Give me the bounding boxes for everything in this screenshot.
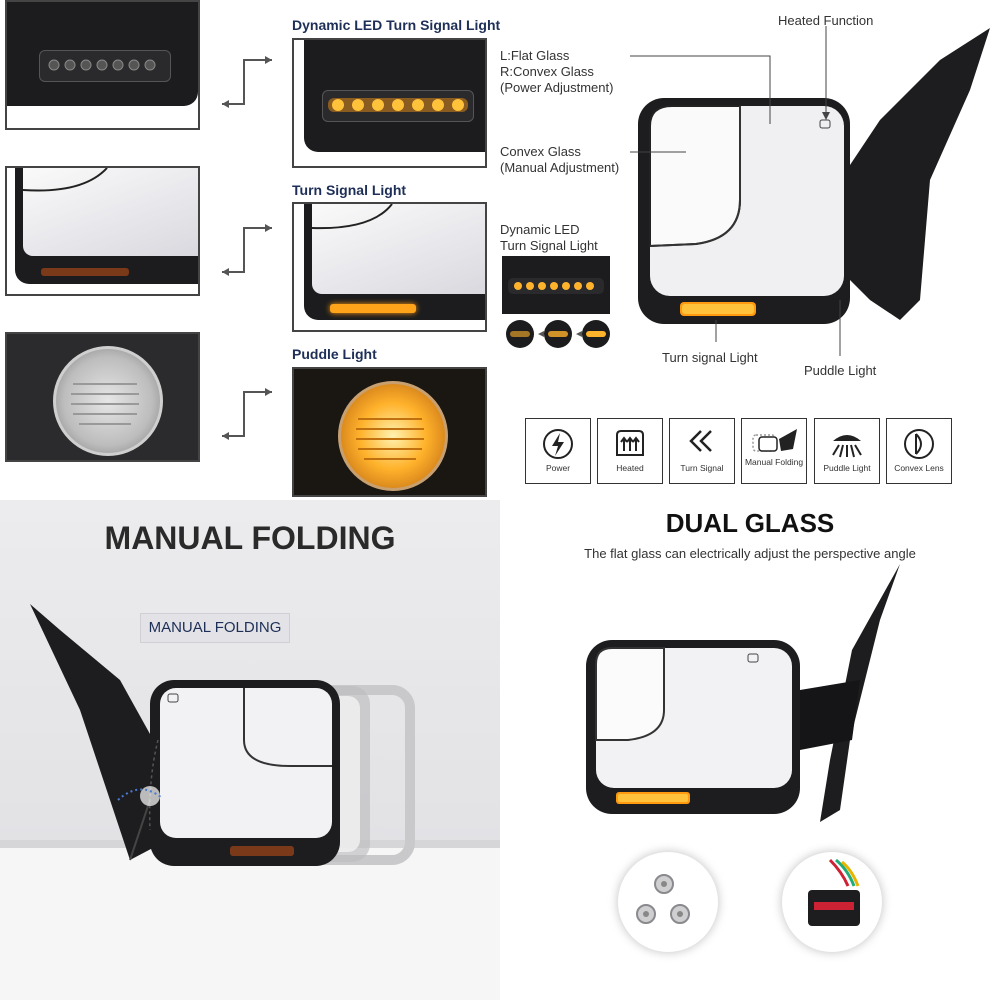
feature-tile-convex-lens: Convex Lens bbox=[886, 418, 952, 484]
manual-folding-title: MANUAL FOLDING bbox=[104, 520, 396, 556]
manual-adjustment-callout: (Manual Adjustment) bbox=[500, 160, 620, 175]
feature-label-power: Power bbox=[545, 463, 571, 473]
arrow-icon bbox=[216, 386, 276, 451]
puddle-on-image bbox=[292, 367, 487, 497]
heated-icon bbox=[616, 430, 644, 456]
puddle-light-icon bbox=[832, 435, 862, 458]
manual-folding-panel: MANUAL FOLDING MANUAL FOLDING bbox=[0, 500, 500, 1000]
folding-mirror-illustration bbox=[30, 604, 415, 866]
feature-tile-manual-folding: Manual Folding bbox=[741, 418, 807, 484]
feature-tile-puddle-light: Puddle Light bbox=[814, 418, 880, 484]
feature-label-convex-lens: Convex Lens bbox=[894, 463, 944, 473]
turn-signal-icon bbox=[689, 430, 712, 452]
manual-folding-icon bbox=[752, 429, 797, 452]
led-on-dots bbox=[328, 98, 468, 112]
power-icon bbox=[543, 429, 573, 459]
heated-function-callout: Heated Function bbox=[778, 13, 874, 28]
dynamic-led-callout-line1: Dynamic LED bbox=[500, 222, 580, 237]
turn-signal-off-thumbnail bbox=[5, 166, 200, 296]
feature-tile-turn-signal: Turn Signal bbox=[669, 418, 735, 484]
flat-glass-callout: L:Flat Glass bbox=[500, 48, 570, 63]
feature-tile-power: Power bbox=[525, 418, 591, 484]
feature-label-puddle-light: Puddle Light bbox=[823, 463, 871, 473]
puddle-light-callout: Puddle Light bbox=[804, 363, 877, 378]
power-adjustment-callout: (Power Adjustment) bbox=[500, 80, 614, 95]
convex-lens-icon bbox=[904, 429, 934, 459]
arrow-icon bbox=[216, 54, 276, 119]
puddle-off-thumbnail bbox=[5, 332, 200, 462]
main-mirror-illustration bbox=[502, 26, 990, 356]
arrow-icon bbox=[216, 222, 276, 287]
led-on-image bbox=[292, 38, 487, 168]
convex-glass-manual-callout: Convex Glass bbox=[500, 144, 581, 159]
mounting-bolts-image bbox=[618, 852, 718, 952]
wiring-connector-image bbox=[782, 852, 882, 952]
led-off-thumbnail bbox=[5, 0, 200, 130]
feature-tile-heated: Heated bbox=[597, 418, 663, 484]
dual-glass-title: DUAL GLASS bbox=[665, 508, 835, 538]
dynamic-led-title: Dynamic LED Turn Signal Light bbox=[292, 17, 501, 33]
dual-glass-panel: DUAL GLASS The flat glass can electrical… bbox=[500, 500, 1000, 1000]
led-off-dots bbox=[47, 58, 161, 72]
turn-signal-callout: Turn signal Light bbox=[662, 350, 758, 365]
dual-glass-subtitle: The flat glass can electrically adjust t… bbox=[584, 546, 916, 561]
puddle-title: Puddle Light bbox=[292, 346, 377, 362]
feature-label-manual-folding: Manual Folding bbox=[744, 457, 804, 467]
turn-signal-on-image bbox=[292, 202, 487, 332]
turn-signal-title: Turn Signal Light bbox=[292, 182, 407, 198]
feature-label-turn-signal: Turn Signal bbox=[680, 463, 724, 473]
dual-glass-mirror-illustration bbox=[586, 564, 900, 822]
manual-folding-tag: MANUAL FOLDING bbox=[140, 613, 290, 643]
feature-label-heated: Heated bbox=[616, 463, 644, 473]
dynamic-led-callout-line2: Turn Signal Light bbox=[500, 238, 598, 253]
convex-glass-power-callout: R:Convex Glass bbox=[500, 64, 594, 79]
